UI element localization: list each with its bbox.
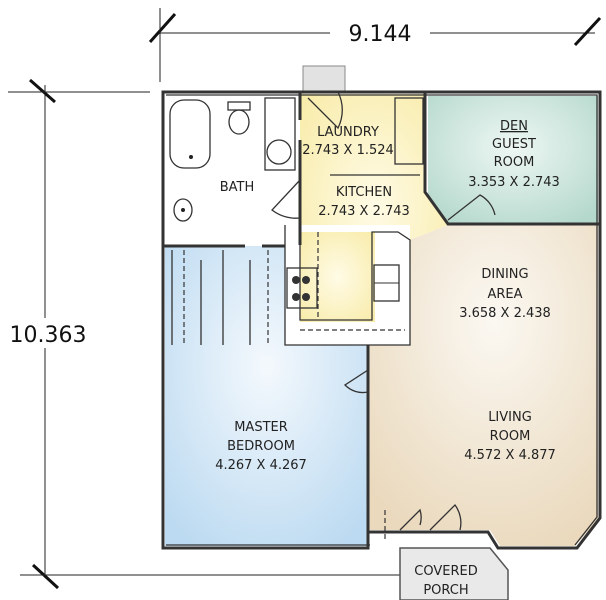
- bathtub-icon: [169, 99, 211, 169]
- height-label: 10.363: [10, 323, 87, 348]
- master-label-2: BEDROOM: [227, 439, 295, 454]
- laundry-label: LAUNDRY: [317, 125, 379, 140]
- kitchen-size: 2.743 X 2.743: [318, 204, 410, 219]
- master-size: 4.267 X 4.267: [215, 458, 307, 473]
- stove-icon: [286, 267, 318, 309]
- exterior-wall: [161, 90, 602, 550]
- shower-icon: [264, 97, 296, 171]
- dining-label: DINING: [481, 267, 528, 282]
- laundry-door[interactable]: [307, 91, 343, 130]
- entry-door[interactable]: [429, 504, 462, 531]
- counter-outline: [284, 225, 411, 346]
- master-label: MASTER: [234, 420, 288, 435]
- width-label: 9.144: [349, 22, 412, 47]
- bath-label: BATH: [220, 180, 255, 195]
- porch-label-2: PORCH: [423, 583, 468, 598]
- porch-label: COVERED: [414, 564, 477, 579]
- den-label-3: ROOM: [494, 155, 535, 170]
- width-dimension: 9.144: [148, 8, 602, 82]
- den-size: 3.353 X 2.743: [468, 175, 560, 190]
- chimney: [302, 65, 346, 93]
- den-door[interactable]: [447, 194, 496, 221]
- covered-porch: [399, 547, 509, 600]
- bath-door[interactable]: [271, 179, 301, 219]
- living-size: 4.572 X 4.877: [464, 448, 556, 463]
- living-label-2: ROOM: [490, 429, 531, 444]
- den-wall: [423, 92, 600, 226]
- height-dimension: 10.363: [2, 78, 400, 590]
- sink-icon: [173, 198, 193, 222]
- kitchen-label: KITCHEN: [336, 185, 392, 200]
- den-area: [428, 96, 598, 225]
- living-label: LIVING: [488, 410, 532, 425]
- den-label: DEN: [500, 119, 528, 134]
- closet-door[interactable]: [399, 508, 422, 531]
- dining-label-2: AREA: [487, 287, 522, 302]
- laundry-size: 2.743 X 1.524: [302, 143, 394, 158]
- den-label-2: GUEST: [492, 137, 536, 152]
- washer-dryer-icon: [394, 97, 424, 165]
- bedroom-door[interactable]: [343, 369, 369, 394]
- dining-size: 3.658 X 2.438: [459, 306, 551, 321]
- living-area: [368, 225, 598, 546]
